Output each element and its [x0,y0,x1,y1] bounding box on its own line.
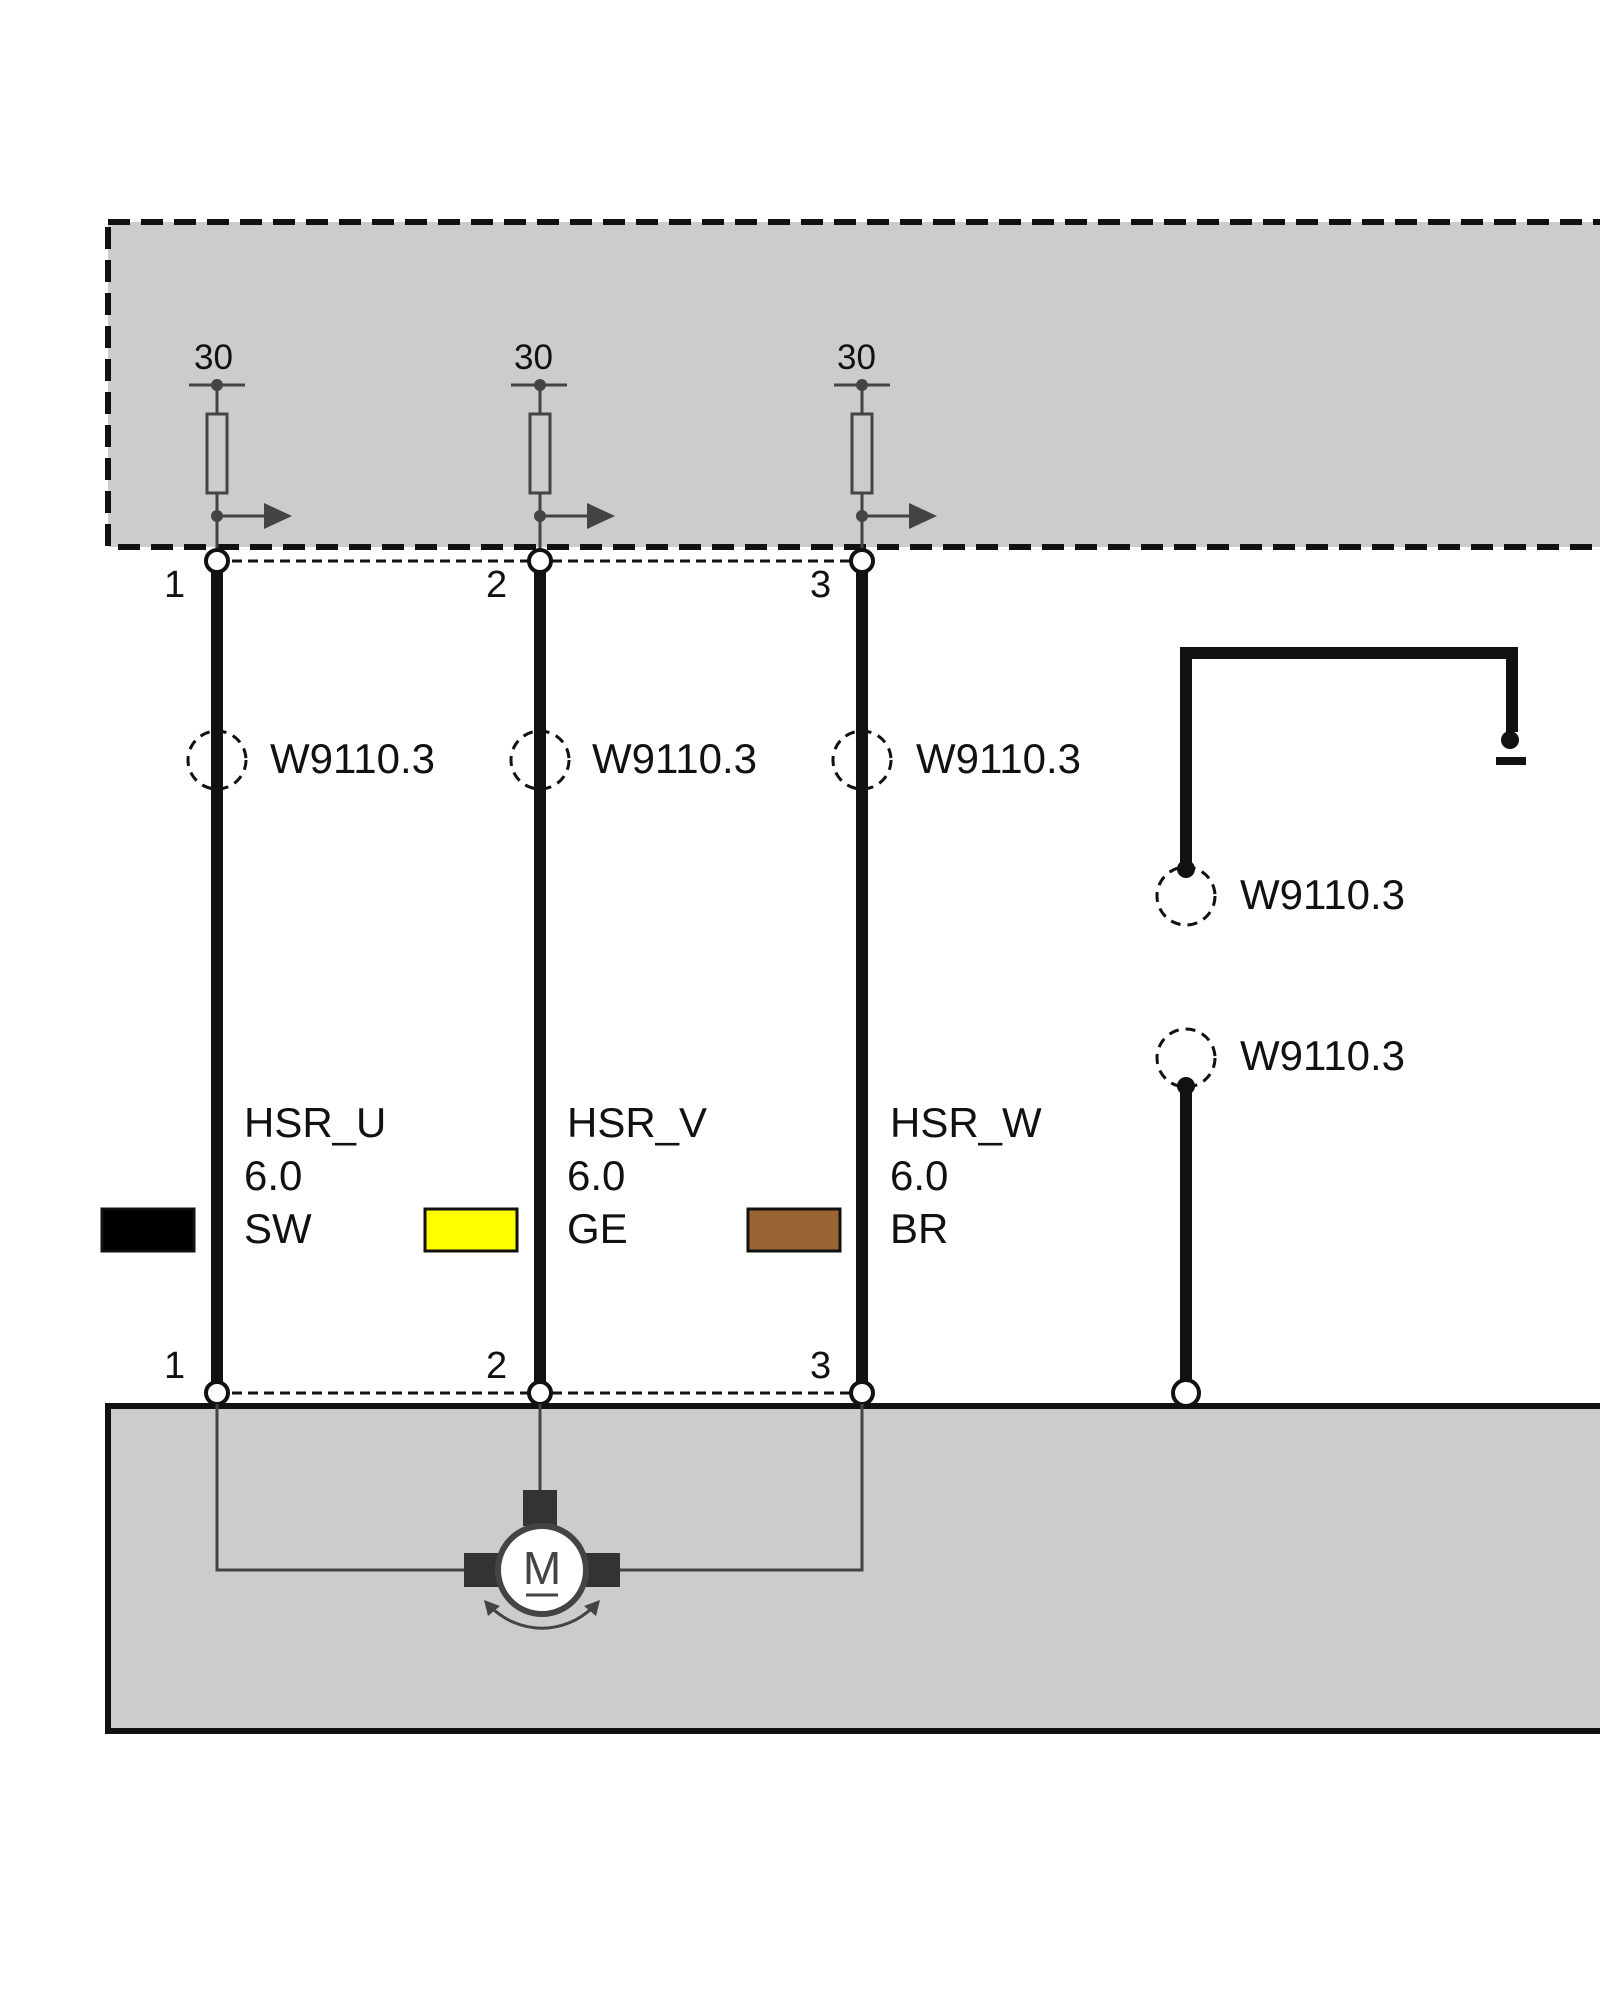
pin-socket-bottom [849,1380,875,1406]
motor-lead-w [616,1404,864,1572]
motor-terminal-right [584,1553,620,1587]
junction-dot [1501,731,1519,749]
splice-marker [1155,865,1217,927]
wire-gauge: 6.0 [244,1152,302,1199]
wire-column-3: 30 3 3 W9110.3 HSR_W 6.0 BR [746,338,1081,1406]
pin-number-bottom: 3 [810,1345,831,1387]
motor-terminal-left [464,1553,500,1587]
pin-socket-bottom [527,1380,553,1406]
ground-icon [1496,757,1526,765]
wire-column-2: 30 2 2 W9110.3 HSR_V 6.0 GE [423,338,757,1406]
wire-signal-name: HSR_U [244,1099,386,1146]
terminal-30-label: 30 [514,338,553,377]
pin-number-bottom: 2 [486,1345,507,1387]
splice-marker [831,729,893,791]
splice-marker [1155,1027,1217,1089]
wire-gauge: 6.0 [890,1152,948,1199]
splice-label: W9110.3 [1240,1032,1405,1079]
rotation-arrow-icon [490,1606,594,1630]
rotation-arrowhead-right [584,1600,600,1616]
motor-icon [495,1523,589,1617]
pin-number-top: 1 [164,564,185,606]
arrow-right-icon [587,503,615,529]
splice-dot [1177,860,1195,878]
wire-gauge: 6.0 [567,1152,625,1199]
wire-signal-name: HSR_W [890,1099,1042,1146]
splice-label: W9110.3 [1240,871,1405,918]
motor-group: M [215,1404,864,1630]
splice-marker [509,729,571,791]
splice-label: W9110.3 [270,735,435,782]
motor-lead-u [215,1404,468,1572]
pin-socket-top [204,548,230,574]
motor-symbol: M [523,1542,561,1594]
wire-color-swatch [746,1207,842,1253]
pin-socket-top [849,548,875,574]
splice-label: W9110.3 [592,735,757,782]
ground-wire-upper [1180,647,1518,868]
wire-signal-name: HSR_V [567,1099,707,1146]
terminal-30-label: 30 [194,338,233,377]
arrow-right-icon [909,503,937,529]
splice-marker [186,729,248,791]
rotation-arrowhead-left [484,1600,500,1616]
pin-number-top: 3 [810,564,831,606]
wire-column-1: 30 1 1 W9110.3 HSR_U 6.0 SW [100,338,435,1406]
arrow-right-icon [264,503,292,529]
pin-socket-bottom [1171,1378,1201,1408]
pin-socket-bottom [204,1380,230,1406]
pin-number-top: 2 [486,564,507,606]
wire-color-code: BR [890,1205,948,1252]
pin-number-bottom: 1 [164,1345,185,1387]
motor-terminal-top [523,1490,557,1526]
wire-color-swatch [100,1207,196,1253]
wire-color-swatch [423,1207,519,1253]
pin-socket-top [527,548,553,574]
wire-color-code: GE [567,1205,628,1252]
ground-wire-group: W9110.3 W9110.3 [1155,647,1526,1408]
wire-color-code: SW [244,1205,312,1252]
splice-label: W9110.3 [916,735,1081,782]
terminal-30-label: 30 [837,338,876,377]
